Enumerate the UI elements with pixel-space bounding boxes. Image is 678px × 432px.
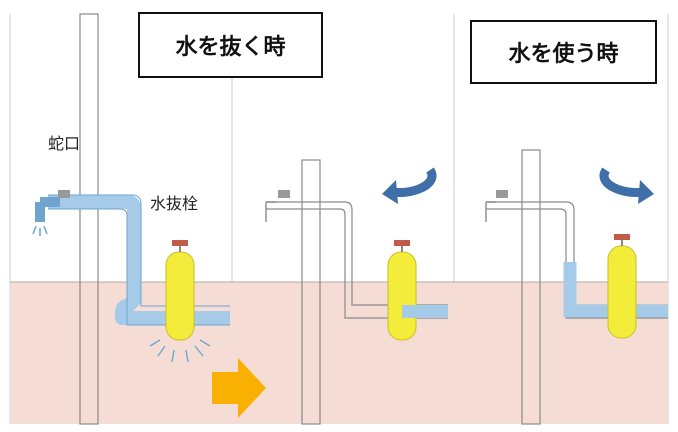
title-use: 水を使う時 xyxy=(470,20,657,84)
wall-post xyxy=(301,159,321,425)
drain-valve-knob xyxy=(614,234,630,240)
panel-1 xyxy=(32,13,230,425)
wall-post xyxy=(521,149,541,425)
clockwise-arrow-icon xyxy=(599,167,643,198)
drain-valve-knob xyxy=(172,240,188,246)
panel-3 xyxy=(485,149,668,425)
faucet-label: 蛇口 xyxy=(48,134,81,153)
drain-valve xyxy=(387,251,417,341)
wall-post xyxy=(79,13,99,425)
drain-valve-knob xyxy=(394,240,410,246)
valve-leak xyxy=(149,339,211,363)
faucet-handle xyxy=(58,190,70,198)
counterclockwise-arrow-icon xyxy=(393,167,437,198)
right-arrow-icon xyxy=(212,358,266,418)
title-drain: 水を抜く時 xyxy=(138,12,323,78)
faucet xyxy=(265,201,276,222)
drain-valve-label: 水抜栓 xyxy=(150,194,199,213)
water-pipe xyxy=(48,195,230,325)
faucet xyxy=(35,197,60,222)
pipe-outline xyxy=(486,201,668,319)
residual-water xyxy=(402,305,448,318)
empty-pipe xyxy=(266,201,448,319)
panel-2 xyxy=(265,159,448,425)
faucet-handle xyxy=(496,190,508,198)
drain-valve xyxy=(165,251,195,341)
faucet-drip xyxy=(32,225,48,236)
drain-valve xyxy=(607,245,637,339)
faucet-handle xyxy=(278,190,290,198)
faucet xyxy=(485,201,496,222)
